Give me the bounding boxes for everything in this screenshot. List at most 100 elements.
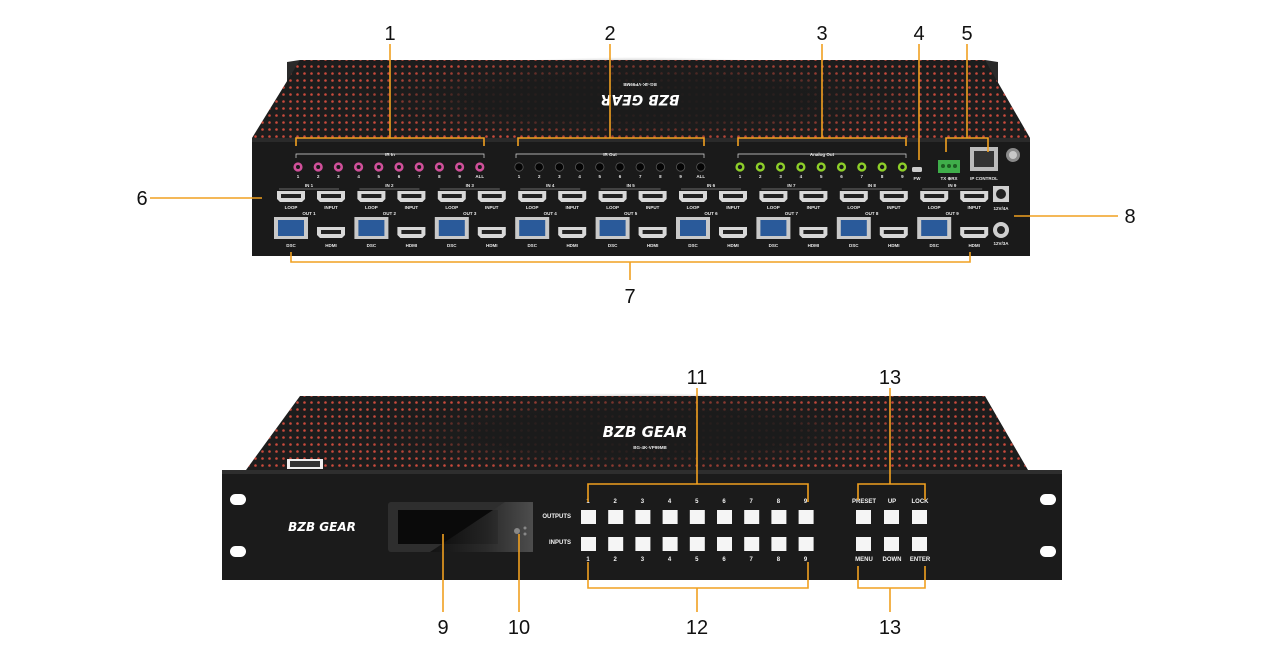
input-label: INPUT: [646, 205, 660, 210]
in-label: IN 5: [626, 183, 635, 188]
ir-out-port: [595, 162, 605, 172]
out-label: OUT 8: [865, 211, 879, 216]
ir-out-port: [574, 162, 585, 172]
callout-6: 6: [136, 188, 147, 210]
dsc-label: DSC: [367, 243, 377, 248]
front-brand-logo: BZB GEAR: [288, 520, 356, 534]
callout-10: 10: [508, 617, 530, 639]
output-number-label: 3: [641, 499, 645, 505]
analog-out-port-label: 1: [739, 174, 742, 179]
front-top-logo: BZB GEAR: [603, 423, 688, 441]
output-button-9[interactable]: [798, 510, 814, 524]
input-button-2[interactable]: [608, 537, 624, 551]
callout-5: 5: [961, 23, 972, 45]
hdmi-label: HDMI: [486, 243, 498, 248]
ir-out-port-label: 1: [518, 174, 521, 179]
ir-in-port-label: 5: [378, 174, 381, 179]
hdmi-label: HDMI: [808, 243, 820, 248]
output-button-2[interactable]: [608, 510, 624, 524]
front-view: BZB GEAR BG-4K-VP99MB BZB GEAR OUTPUTS I…: [222, 393, 1062, 580]
loop-label: LOOP: [687, 205, 700, 210]
callout-13-top: 13: [879, 367, 901, 389]
output-button-7[interactable]: [744, 510, 760, 524]
input-button-8[interactable]: [771, 537, 787, 551]
input-number-label: 6: [722, 557, 726, 563]
preset-button[interactable]: [856, 510, 871, 524]
input-number-label: 3: [641, 557, 645, 563]
rear-model-text: BG-4K-VP99MB: [623, 82, 657, 87]
menu-button[interactable]: [856, 537, 871, 551]
out-label: OUT 3: [463, 211, 477, 216]
down-button[interactable]: [884, 537, 899, 551]
callout-numbers: 1 2 3 4 5 6 7 8 9 10 11 12 13 13: [136, 23, 1135, 639]
input-button-9[interactable]: [798, 537, 814, 551]
output-button-8[interactable]: [771, 510, 787, 524]
loop-label: LOOP: [928, 205, 941, 210]
input-button-5[interactable]: [689, 537, 705, 551]
analog-out-port-label: 2: [759, 174, 762, 179]
analog-out-port-label: 4: [800, 174, 803, 179]
ir-out-port: [655, 162, 666, 172]
input-number-label: 1: [586, 557, 590, 563]
hdmi-label: HDMI: [888, 243, 900, 248]
down-label: DOWN: [883, 557, 902, 563]
inputs-row-label: INPUTS: [549, 540, 571, 546]
input-button-4[interactable]: [662, 537, 678, 551]
ir-out-port-label: 8: [659, 174, 662, 179]
lock-button[interactable]: [912, 510, 927, 524]
ir-out-port: [615, 162, 625, 172]
out-label: OUT 2: [383, 211, 397, 216]
analog-out-port-label: 7: [861, 174, 864, 179]
output-number-label: 2: [614, 499, 618, 505]
up-button[interactable]: [884, 510, 899, 524]
analog-out-port-label: 3: [779, 174, 782, 179]
analog-out-port-label: 9: [901, 174, 904, 179]
rack-hole: [230, 546, 246, 557]
input-label: INPUT: [405, 205, 419, 210]
hdmi-label: HDMI: [647, 243, 659, 248]
output-button-3[interactable]: [635, 510, 651, 524]
output-button-6[interactable]: [717, 510, 732, 524]
input-button-7[interactable]: [744, 537, 760, 551]
ir-out-port: [675, 162, 686, 172]
loop-label: LOOP: [365, 205, 378, 210]
ir-out-port-label: 7: [639, 174, 642, 179]
input-label: INPUT: [726, 205, 740, 210]
in-label: IN 3: [466, 183, 475, 188]
rack-hole: [1040, 494, 1056, 505]
ir-in-label: IR In: [385, 152, 395, 157]
hdmi-label: HDMI: [406, 243, 418, 248]
output-number-label: 5: [695, 499, 699, 505]
ir-in-port-label: 3: [337, 174, 340, 179]
output-number-label: 6: [722, 499, 726, 505]
loop-label: LOOP: [847, 205, 860, 210]
power-in-label: 12V/4A: [993, 206, 1009, 211]
callout-12: 12: [686, 617, 708, 639]
in-label: IN 6: [707, 183, 716, 188]
fw-label: FW: [914, 176, 922, 181]
hdmi-label: HDMI: [968, 243, 980, 248]
output-number-label: 4: [668, 499, 672, 505]
preset-label: PRESET: [852, 499, 876, 505]
input-button-3[interactable]: [635, 537, 651, 551]
ir-out-port-label: 3: [558, 174, 561, 179]
ir-in-port-label: 7: [418, 174, 421, 179]
loop-label: LOOP: [445, 205, 458, 210]
input-number-label: 4: [668, 557, 672, 563]
ir-out-port-label: ALL: [696, 174, 705, 179]
input-button-1[interactable]: [581, 537, 596, 551]
front-top-model: BG-4K-VP99MB: [633, 445, 667, 450]
output-button-4[interactable]: [662, 510, 678, 524]
up-label: UP: [888, 499, 896, 505]
fw-usb-port: [912, 167, 922, 172]
ir-out-port-label: 6: [619, 174, 622, 179]
output-button-1[interactable]: [581, 510, 596, 524]
output-button-5[interactable]: [689, 510, 705, 524]
power-out-label: 12V/3A: [993, 241, 1009, 246]
enter-button[interactable]: [912, 537, 927, 551]
input-button-6[interactable]: [717, 537, 732, 551]
